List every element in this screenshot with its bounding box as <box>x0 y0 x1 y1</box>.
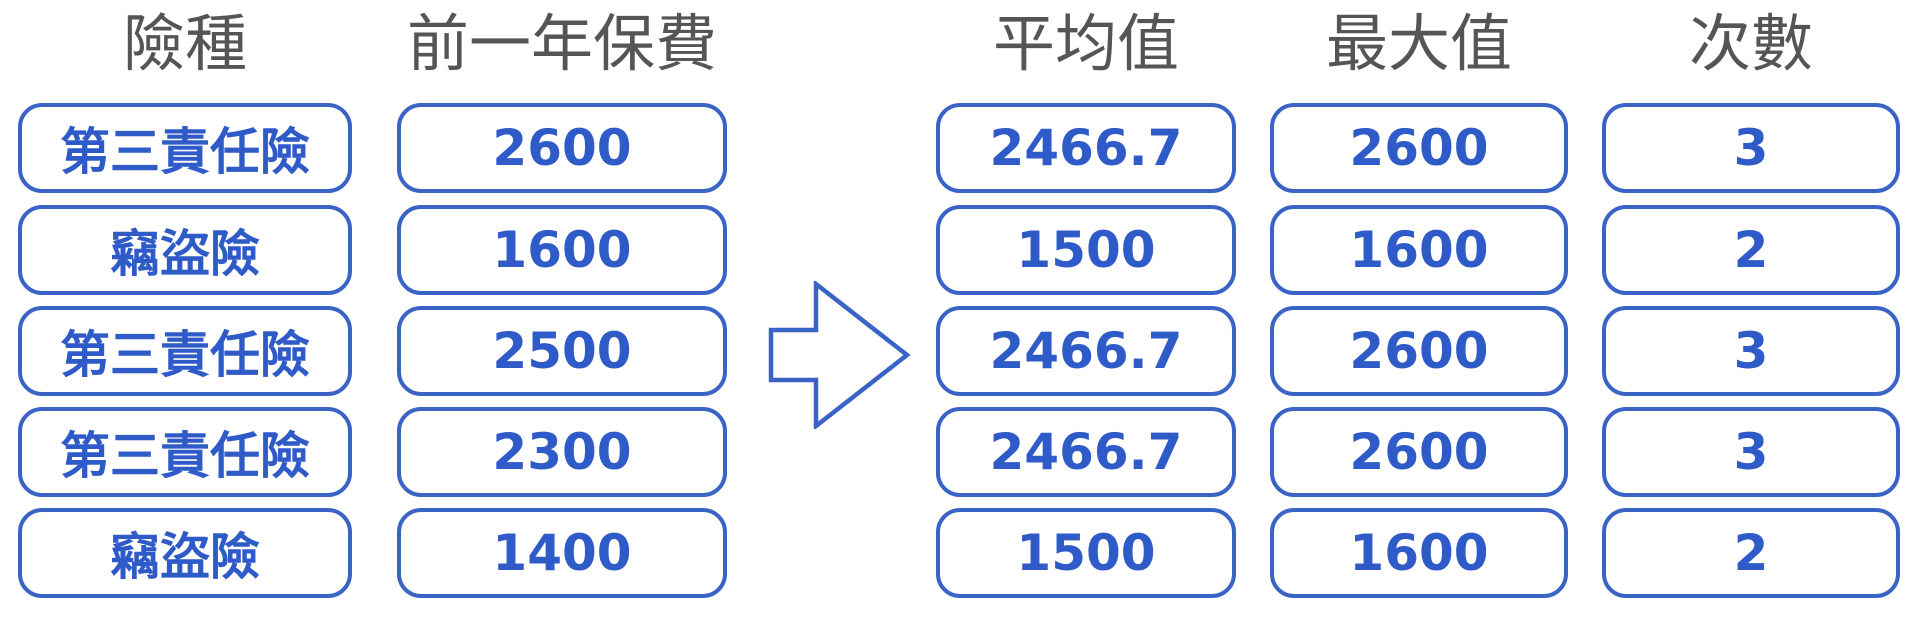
arrow-shape <box>768 281 911 429</box>
count-header: 次數 <box>1688 7 1813 80</box>
average-cell: 2466.7 <box>936 103 1236 193</box>
prior-year-premium-cell: 1400 <box>397 508 727 598</box>
right-arrow-outline-icon <box>768 281 911 429</box>
insurance-type-header: 險種 <box>122 7 247 80</box>
prior-year-premium-cell: 2600 <box>397 103 727 193</box>
count-cell: 3 <box>1602 306 1900 396</box>
average-cell: 2466.7 <box>936 407 1236 497</box>
maximum-cell: 1600 <box>1270 205 1568 295</box>
average-header: 平均值 <box>992 7 1179 80</box>
maximum-header: 最大值 <box>1325 7 1512 80</box>
insurance-type-cell: 第三責任險 <box>18 306 352 396</box>
count-cell: 3 <box>1602 407 1900 497</box>
insurance-type-cell: 第三責任險 <box>18 103 352 193</box>
average-cell: 1500 <box>936 205 1236 295</box>
prior-year-premium-cell: 2300 <box>397 407 727 497</box>
average-cell: 1500 <box>936 508 1236 598</box>
prior-year-premium-cell: 1600 <box>397 205 727 295</box>
maximum-cell: 2600 <box>1270 306 1568 396</box>
average-cell: 2466.7 <box>936 306 1236 396</box>
maximum-cell: 1600 <box>1270 508 1568 598</box>
count-cell: 3 <box>1602 103 1900 193</box>
maximum-cell: 2600 <box>1270 407 1568 497</box>
count-cell: 2 <box>1602 508 1900 598</box>
count-cell: 2 <box>1602 205 1900 295</box>
prior-year-premium-header: 前一年保費 <box>406 7 717 80</box>
prior-year-premium-cell: 2500 <box>397 306 727 396</box>
insurance-type-cell: 竊盜險 <box>18 205 352 295</box>
insurance-type-cell: 第三責任險 <box>18 407 352 497</box>
maximum-cell: 2600 <box>1270 103 1568 193</box>
insurance-type-cell: 竊盜險 <box>18 508 352 598</box>
